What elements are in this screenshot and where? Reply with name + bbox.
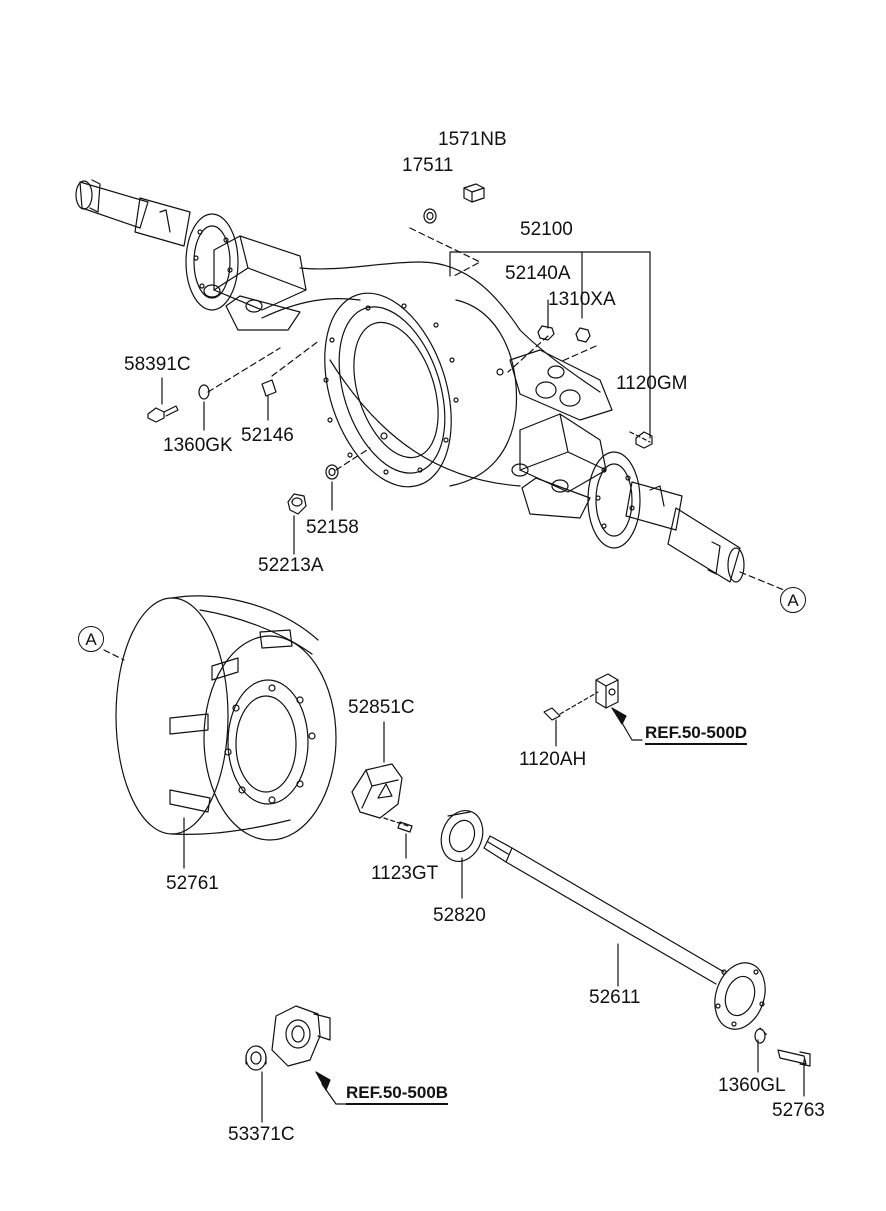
pin-52146[interactable] bbox=[261, 379, 277, 397]
plug-52140A[interactable] bbox=[537, 325, 555, 341]
companion-flange[interactable] bbox=[271, 1005, 331, 1067]
washer-52158[interactable] bbox=[325, 464, 339, 480]
label-1571NB: 1571NB bbox=[438, 129, 507, 150]
washer-17511[interactable] bbox=[423, 208, 437, 224]
label-52611: 52611 bbox=[589, 987, 641, 1008]
plug-52213A[interactable] bbox=[287, 493, 307, 515]
washer-1360GK[interactable] bbox=[198, 384, 210, 400]
label-52158: 52158 bbox=[306, 517, 359, 538]
axle-shaft[interactable] bbox=[483, 835, 773, 1036]
label-52851C: 52851C bbox=[348, 697, 415, 718]
nut-1310XA[interactable] bbox=[575, 327, 591, 343]
sensor-block[interactable] bbox=[595, 673, 619, 709]
label-52763: 52763 bbox=[772, 1100, 825, 1121]
connection-marker-a-bottom: A bbox=[78, 626, 104, 652]
nut-53371C[interactable] bbox=[245, 1045, 267, 1071]
oil-seal[interactable] bbox=[434, 805, 489, 868]
washer-1360GL[interactable] bbox=[754, 1028, 766, 1044]
bolt-1120AH[interactable] bbox=[543, 707, 561, 721]
label-1360GK: 1360GK bbox=[163, 435, 233, 456]
bolt-52763[interactable] bbox=[777, 1049, 811, 1067]
label-58391C: 58391C bbox=[124, 354, 191, 375]
reference-link-50-500B[interactable]: REF.50-500B bbox=[346, 1084, 449, 1105]
brake-drum[interactable] bbox=[115, 595, 337, 841]
label-1120GM: 1120GM bbox=[616, 373, 688, 394]
label-1310XA: 1310XA bbox=[548, 289, 616, 310]
label-1123GT: 1123GT bbox=[371, 863, 439, 884]
reference-link-50-500D[interactable]: REF.50-500D bbox=[645, 724, 748, 745]
label-53371C: 53371C bbox=[228, 1124, 295, 1145]
label-52146: 52146 bbox=[241, 425, 294, 446]
bolt-58391C[interactable] bbox=[147, 405, 179, 423]
connection-marker-a-top: A bbox=[780, 587, 806, 613]
label-52213A: 52213A bbox=[258, 555, 324, 576]
label-17511: 17511 bbox=[402, 155, 454, 176]
label-1360GL: 1360GL bbox=[718, 1075, 786, 1096]
label-1120AH: 1120AH bbox=[519, 749, 587, 770]
label-52100: 52100 bbox=[520, 219, 573, 240]
hub-lock-nut[interactable] bbox=[351, 763, 403, 819]
bolt-1120GM[interactable] bbox=[635, 431, 653, 449]
label-52820: 52820 bbox=[433, 905, 486, 926]
bolt-1123GT[interactable] bbox=[397, 821, 413, 833]
breather-cap[interactable] bbox=[463, 183, 485, 203]
label-52140A: 52140A bbox=[505, 263, 571, 284]
label-52761: 52761 bbox=[166, 873, 219, 894]
axle-housing[interactable] bbox=[75, 179, 745, 583]
